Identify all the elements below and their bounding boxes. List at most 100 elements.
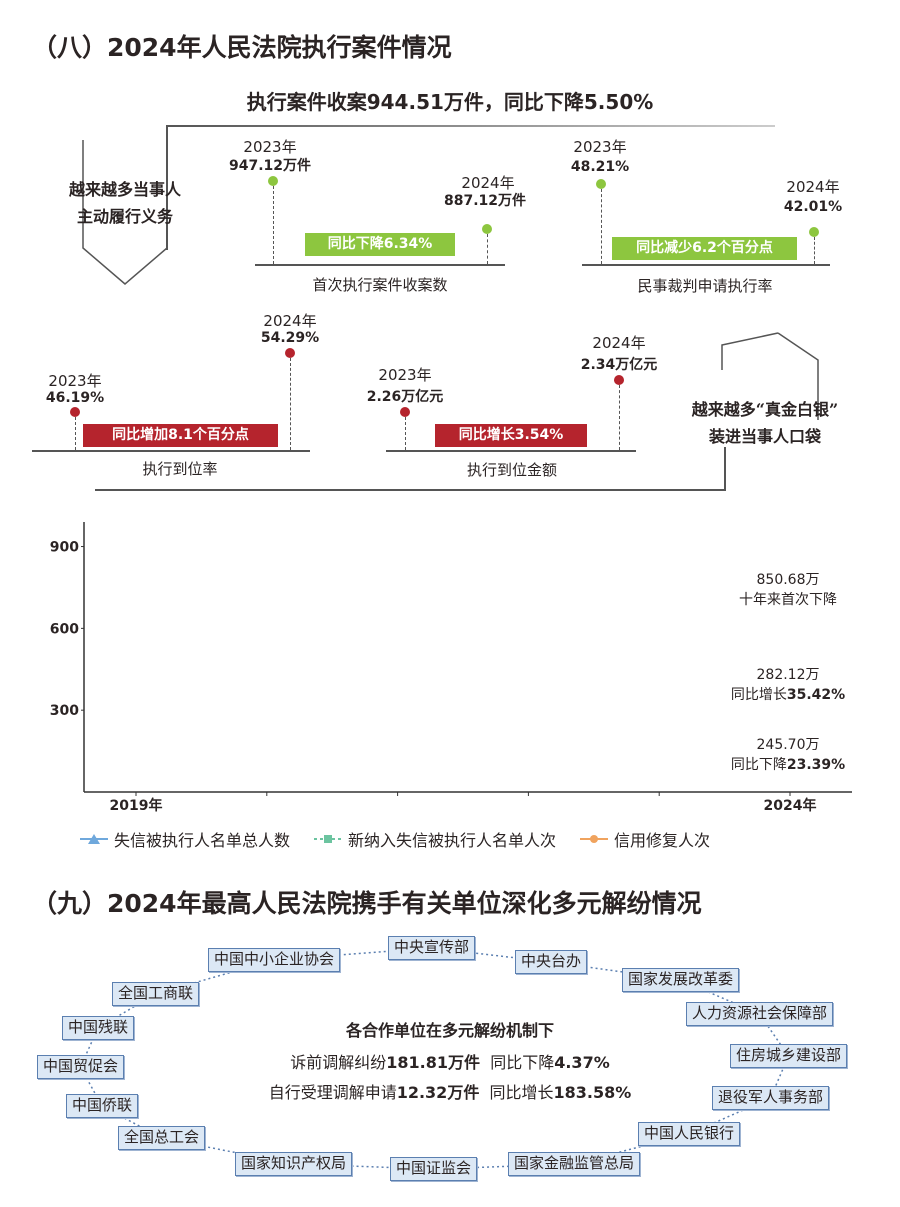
year-label: 2024年 [263, 312, 317, 330]
baseline [386, 450, 636, 452]
legend-triangle-icon [80, 834, 108, 844]
link-line [433, 1163, 575, 1170]
partner-node: 中国人民银行 [638, 1122, 741, 1146]
section-9-title: （九）2024年最高人民法院携手有关单位深化多元解纷情况 [32, 889, 702, 918]
partner-node: 中央宣传部 [388, 936, 476, 960]
text: 12.32万件 [396, 1083, 480, 1102]
annotation-note: 同比下降23.39% [730, 757, 846, 773]
change-badge: 同比增长3.54% [435, 424, 587, 447]
dash-line [487, 234, 488, 264]
legend-item: 新纳入失信被执行人名单人次 [314, 827, 556, 851]
slogan-line: 越来越多“真金白银” [691, 400, 839, 419]
text: 181.81万件 [386, 1053, 481, 1072]
partner-node: 中国侨联 [66, 1094, 139, 1118]
change-badge: 同比减少6.2个百分点 [612, 237, 797, 260]
partner-node: 中国中小企业协会 [208, 948, 341, 972]
text: 自行受理调解申请 [268, 1083, 397, 1102]
text: 4.37% [554, 1053, 610, 1072]
partner-node: 国家知识产权局 [235, 1152, 353, 1176]
partner-node: 国家发展改革委 [622, 968, 740, 992]
change-badge: 同比增加8.1个百分点 [83, 424, 278, 447]
value-2023: 48.21% [570, 159, 630, 175]
dot-2023 [400, 407, 410, 417]
chart-annotation: 245.70万同比下降23.39% [731, 735, 845, 775]
text: 183.58% [553, 1083, 632, 1102]
partner-node: 住房城乡建设部 [730, 1044, 848, 1068]
year-label: 2023年 [573, 138, 627, 156]
value-2023: 947.12万件 [228, 158, 312, 174]
legend-label: 失信被执行人名单总人数 [114, 831, 291, 850]
slogan-line: 主动履行义务 [76, 207, 174, 226]
text: 诉前调解纠纷 [290, 1053, 387, 1072]
partner-node: 人力资源社会保障部 [686, 1002, 834, 1026]
stat-label: 执行到位金额 [466, 461, 558, 479]
value-2024: 54.29% [260, 330, 320, 346]
dash-line [619, 385, 620, 450]
legend-label: 新纳入失信被执行人名单人次 [348, 831, 557, 850]
dot-2023 [268, 176, 278, 186]
value-2023: 46.19% [45, 390, 105, 406]
change-badge: 同比下降6.34% [305, 233, 455, 256]
annotation-value: 282.12万 [756, 667, 820, 683]
dot-2024 [809, 227, 819, 237]
section-8-title: （八）2024年人民法院执行案件情况 [32, 33, 452, 62]
center-line-3: 自行受理调解申请12.32万件 同比增长183.58% [0, 1079, 900, 1103]
stat-label: 首次执行案件收案数 [312, 276, 448, 294]
chart-legend: 失信被执行人名单总人数 新纳入失信被执行人名单人次 信用修复人次 [80, 827, 710, 851]
year-label: 2023年 [378, 366, 432, 384]
chart-annotation: 282.12万同比增长35.42% [731, 665, 845, 705]
value-2024: 2.34万亿元 [580, 357, 658, 373]
partner-node: 全国工商联 [112, 982, 200, 1006]
baseline [255, 264, 505, 266]
credit-chart: 300 600 900 2019年 2024年 [50, 522, 852, 814]
slogan-line: 越来越多当事人 [68, 180, 182, 199]
partner-node: 全国总工会 [118, 1126, 206, 1150]
legend-circle-icon [580, 835, 609, 843]
dash-line [75, 417, 76, 450]
legend-square-icon [314, 835, 343, 843]
year-label: 2023年 [243, 138, 297, 156]
partner-node: 退役军人事务部 [712, 1086, 830, 1110]
annotation-value: 850.68万 [756, 572, 820, 588]
stat-label: 执行到位率 [142, 460, 218, 478]
frame-lines [82, 125, 819, 491]
dot-2024 [482, 224, 492, 234]
text: 同比增长 [479, 1083, 554, 1102]
chart-annotation: 850.68万十年来首次下降 [739, 570, 837, 610]
stat-label: 民事裁判申请执行率 [637, 277, 773, 295]
dash-line [601, 189, 602, 264]
y-tick-label: 300 [50, 703, 79, 719]
dot-2024 [614, 375, 624, 385]
value-2024: 887.12万件 [443, 193, 527, 209]
dash-line [405, 417, 406, 450]
year-label: 2023年 [48, 372, 102, 390]
dot-2023 [596, 179, 606, 189]
center-line-1: 各合作单位在多元解纷机制下 [345, 1021, 554, 1040]
dash-line [814, 237, 815, 264]
y-tick-label: 600 [50, 621, 79, 637]
baseline [32, 450, 310, 452]
partner-node: 中国证监会 [390, 1157, 478, 1181]
slogan-left: 越来越多当事人 主动履行义务 [69, 176, 181, 230]
slogan-line: 装进当事人口袋 [708, 427, 822, 446]
partner-node: 中央台办 [515, 950, 588, 974]
dash-line [273, 186, 274, 264]
legend-item: 信用修复人次 [580, 827, 710, 851]
value-2024: 42.01% [783, 199, 843, 215]
x-tick-label: 2024年 [764, 797, 817, 814]
x-tick-label: 2019年 [110, 797, 163, 814]
annotation-note: 同比增长35.42% [730, 687, 846, 703]
year-label: 2024年 [592, 334, 646, 352]
year-label: 2024年 [461, 174, 515, 192]
dot-2023 [70, 407, 80, 417]
section-8-subtitle: 执行案件收案944.51万件，同比下降5.50% [246, 90, 654, 114]
annotation-value: 245.70万 [756, 737, 820, 753]
year-label: 2024年 [786, 178, 840, 196]
text: 同比下降 [480, 1053, 555, 1072]
dot-2024 [285, 348, 295, 358]
legend-item: 失信被执行人名单总人数 [80, 827, 290, 851]
y-tick-label: 900 [50, 540, 79, 556]
dash-line [290, 358, 291, 450]
link-line [758, 1013, 790, 1057]
value-2023: 2.26万亿元 [366, 389, 444, 405]
